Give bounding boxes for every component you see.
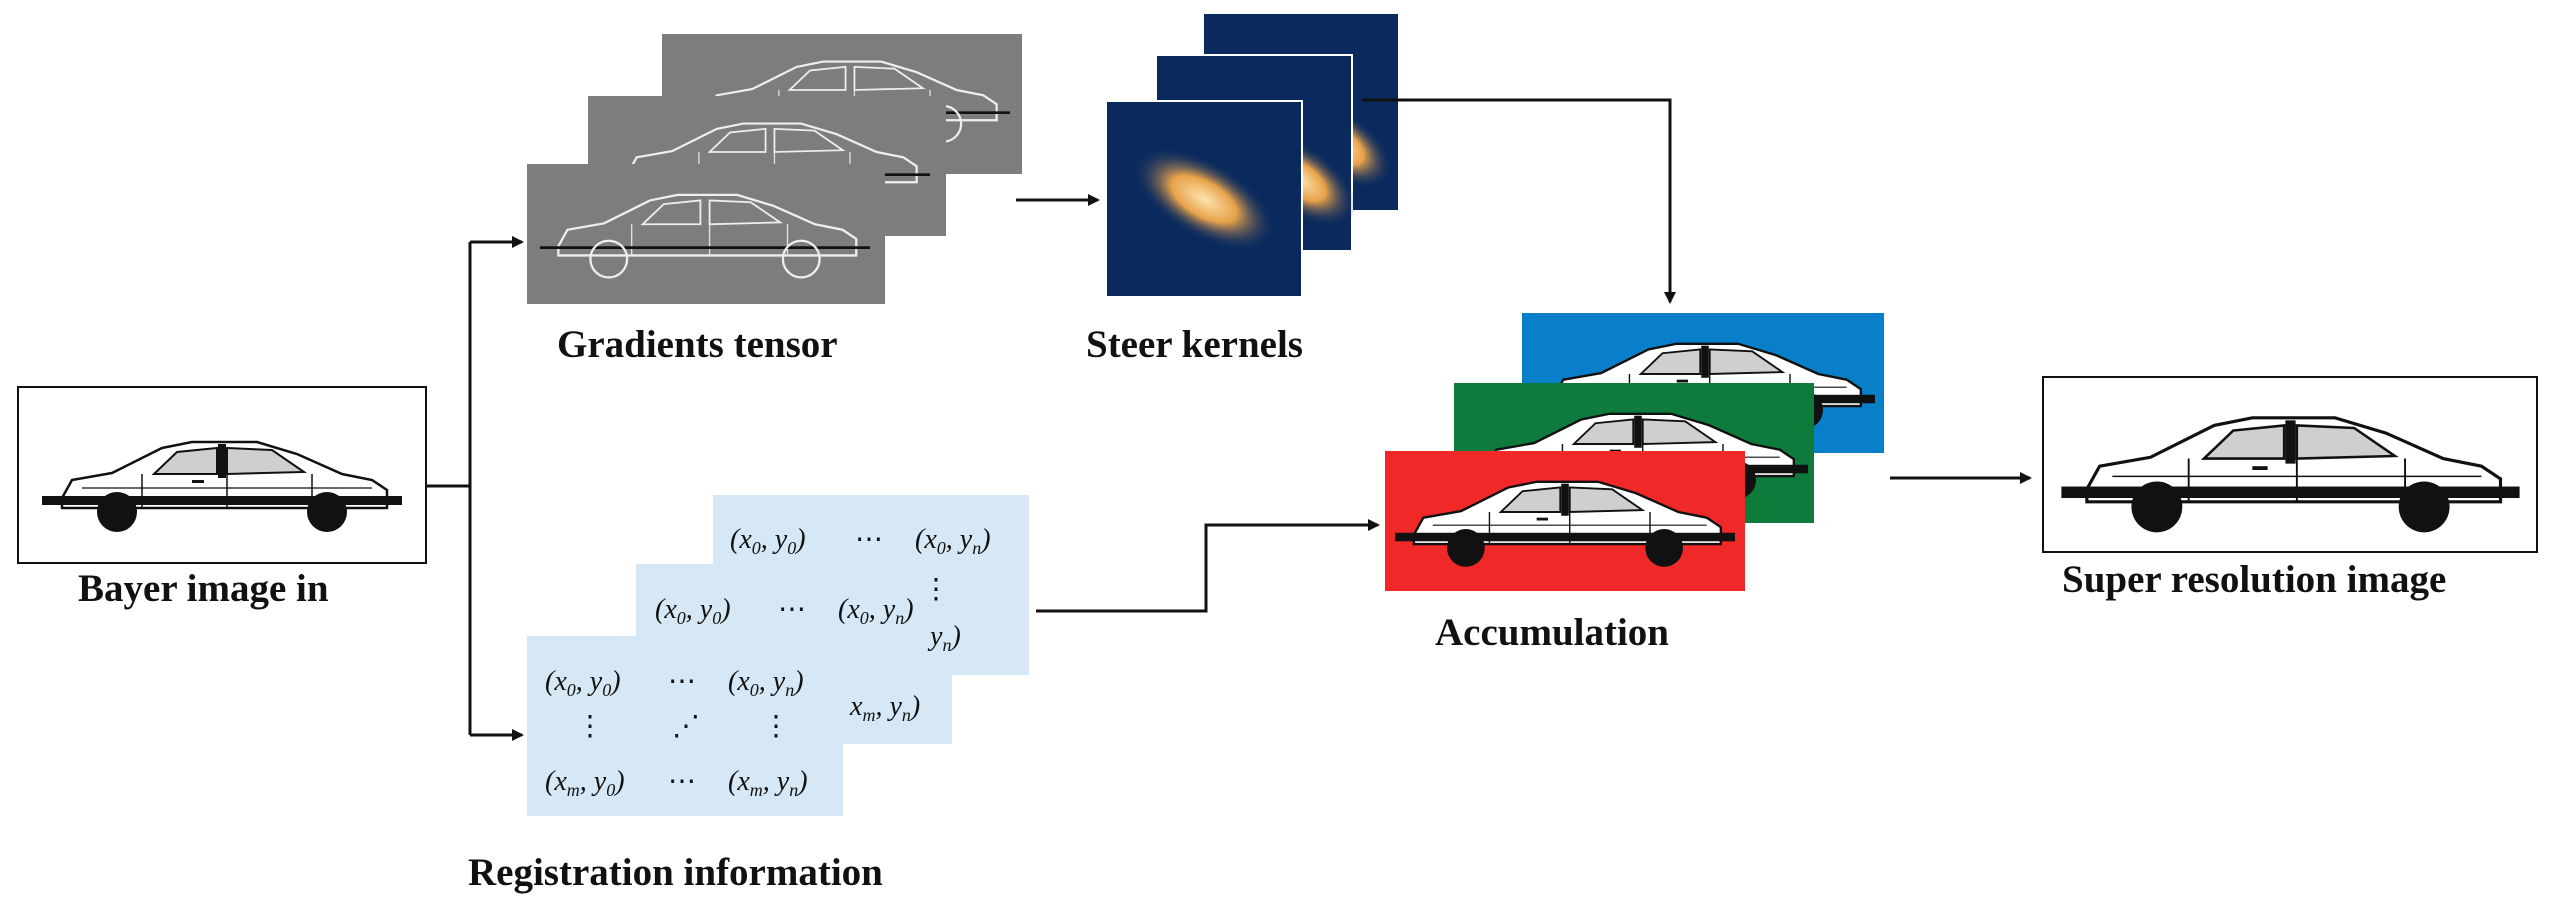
svg-text:(x0, y0): (x0, y0) [545, 666, 621, 700]
kernel-card-1 [1105, 100, 1303, 298]
split-connector [426, 242, 472, 735]
svg-text:(xm, y0): (xm, y0) [545, 766, 625, 800]
arrow-kernels-to-accumulation [1362, 98, 1676, 304]
svg-text:⋮: ⋮ [762, 711, 790, 742]
bayer-image-label: Bayer image in [78, 567, 329, 610]
registration-peek-2: xm, yn) [849, 691, 920, 725]
svg-text:(x0, y0): (x0, y0) [655, 594, 731, 628]
accumulation-label: Accumulation [1435, 611, 1669, 654]
gradient-card-1 [527, 164, 885, 304]
accumulation-card-red [1385, 451, 1745, 591]
steer-kernels-label: Steer kernels [1086, 323, 1303, 366]
svg-text:⋯: ⋯ [668, 766, 696, 797]
svg-text:⋯: ⋯ [855, 524, 883, 555]
svg-text:⋯: ⋯ [778, 594, 806, 625]
gradients-tensor-label: Gradients tensor [557, 323, 838, 366]
svg-text:⋰: ⋰ [672, 711, 700, 742]
arrow-registration-to-accumulation [1036, 519, 1380, 613]
registration-card-1: (x0, y0) ⋯ (x0, yn) ⋮ ⋰ ⋮ (xm, y0) ⋯ (xm… [527, 636, 843, 816]
svg-text:⋯: ⋯ [668, 666, 696, 697]
svg-text:(xm, yn): (xm, yn) [728, 766, 808, 800]
registration-information-label: Registration information [468, 851, 883, 894]
svg-text:⋮: ⋮ [922, 574, 950, 605]
super-resolution-label: Super resolution image [2062, 558, 2447, 601]
svg-text:⋮: ⋮ [576, 711, 604, 742]
